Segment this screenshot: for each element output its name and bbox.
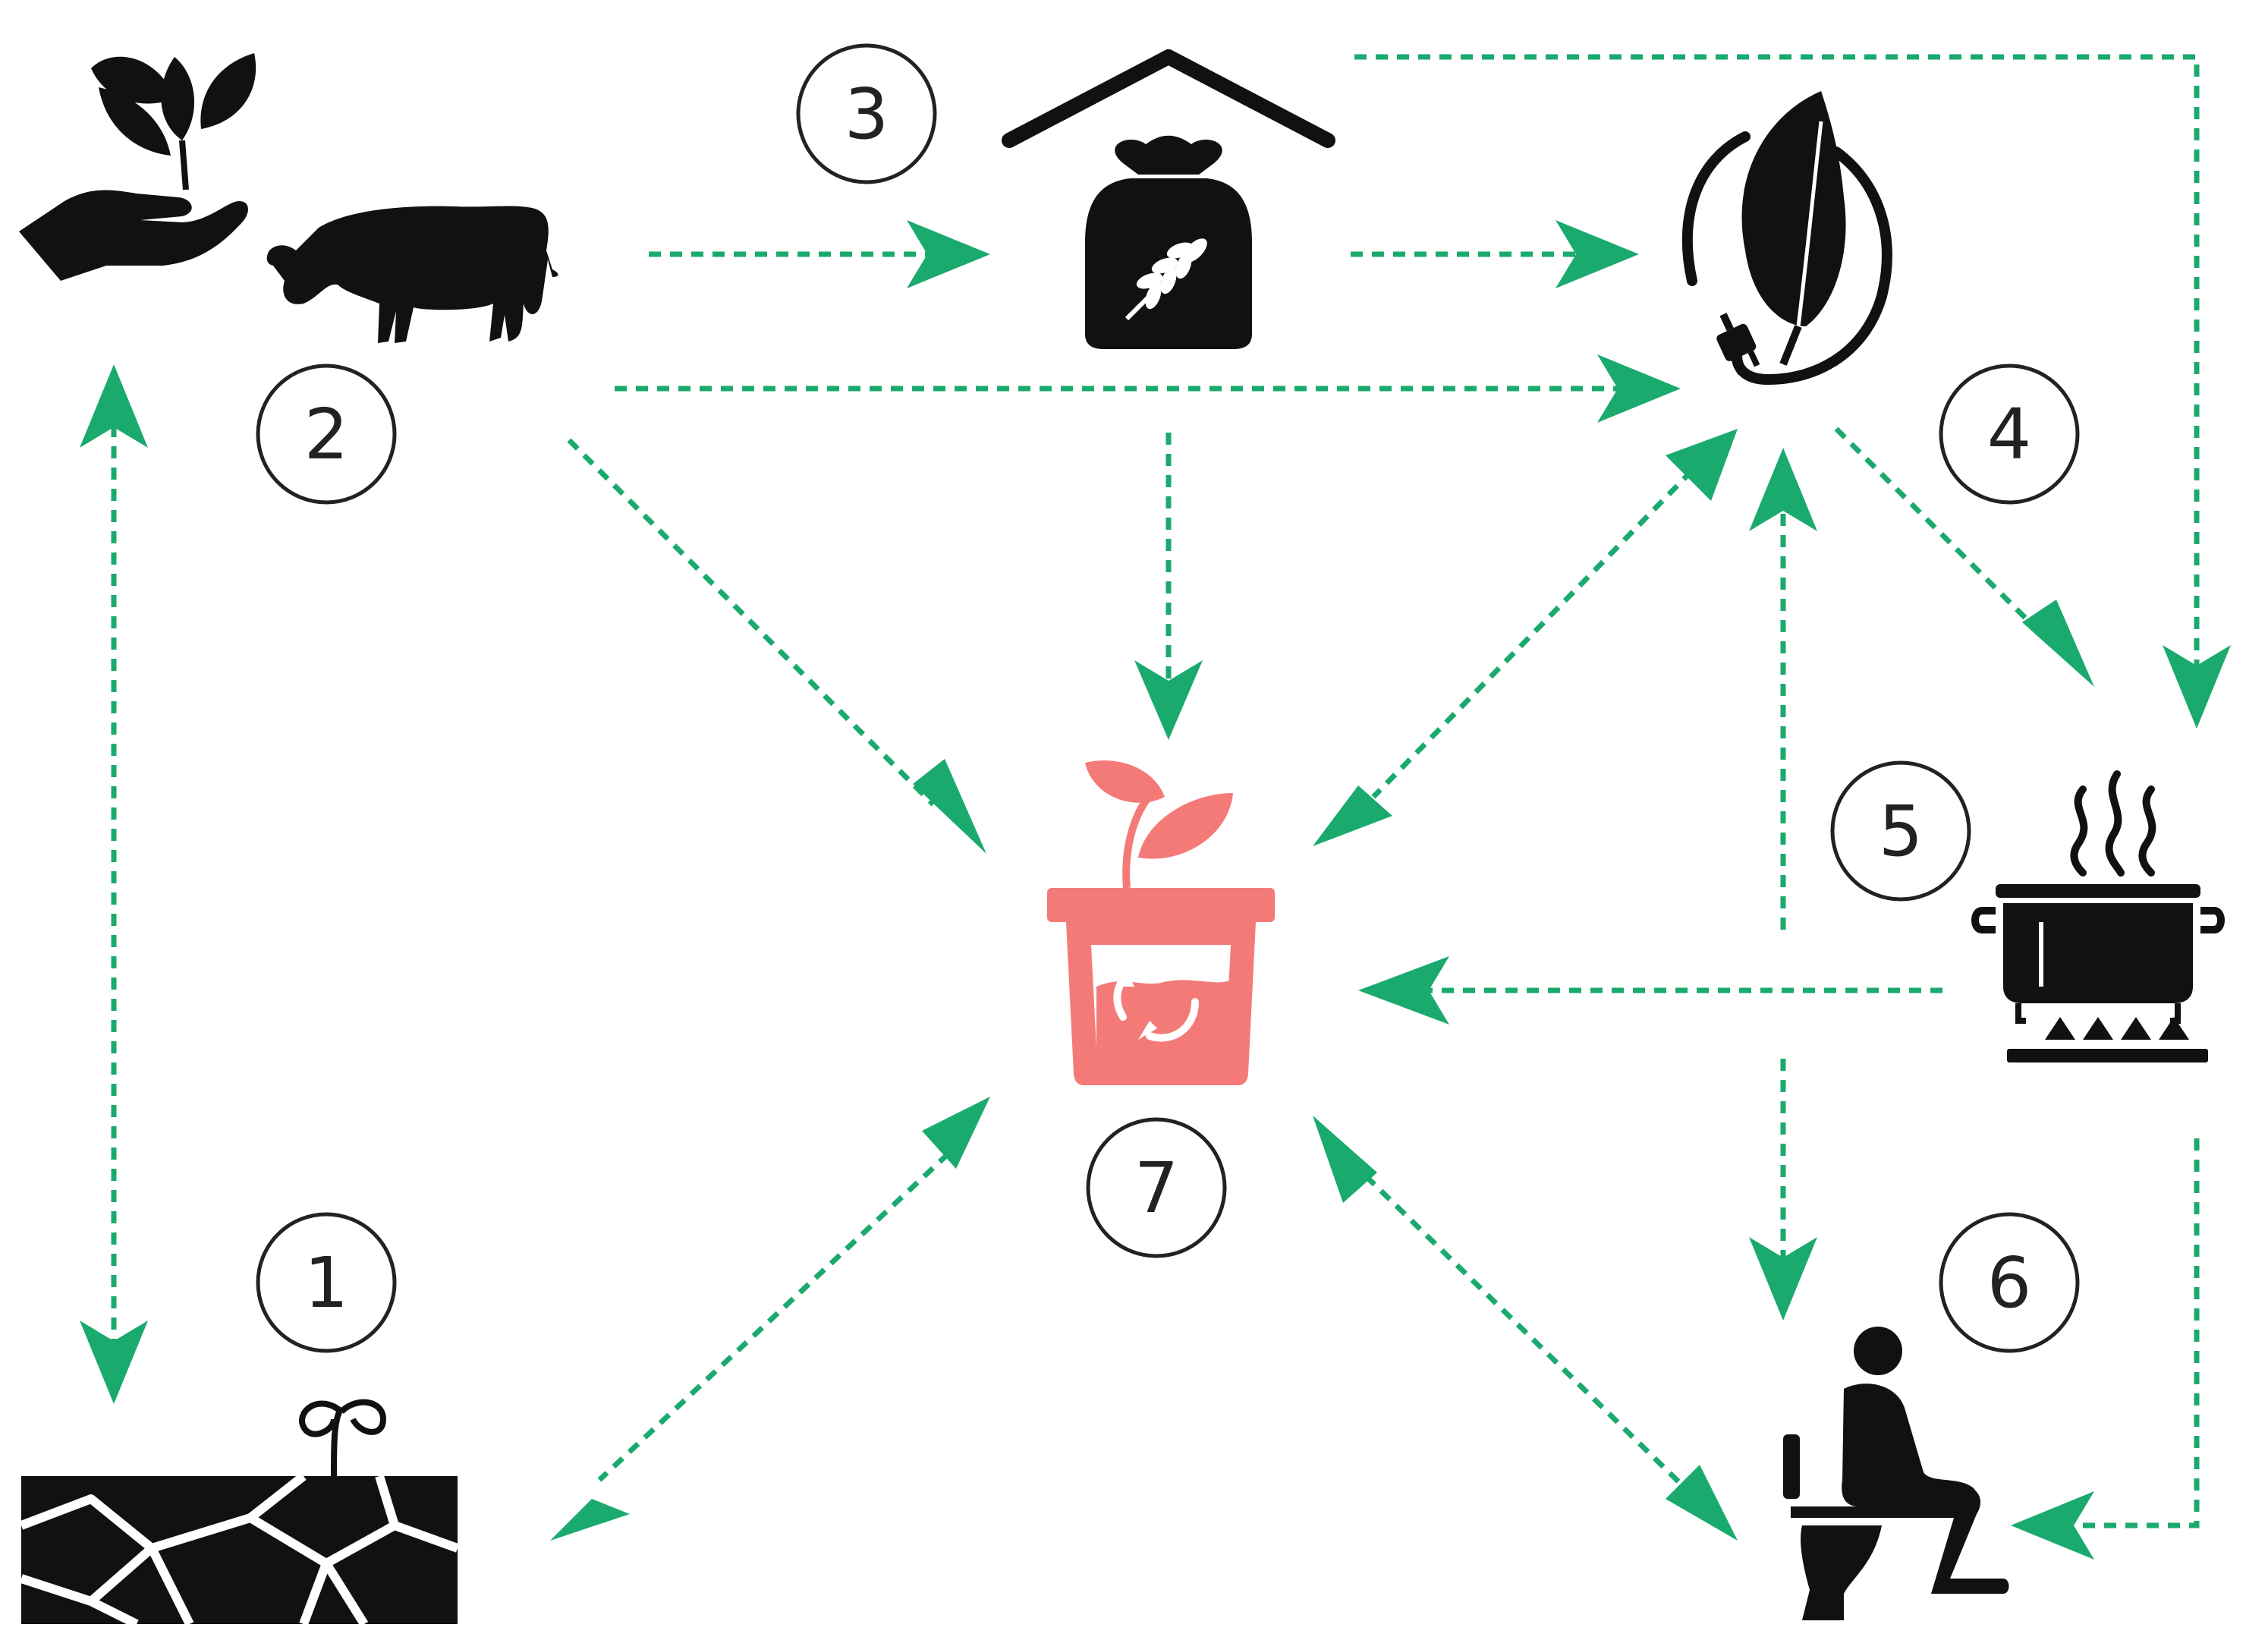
arrow-cooking-to-bioenergy: [1749, 448, 1817, 930]
step-label-2: 2: [304, 394, 349, 475]
arrow-cooking-to-toilet: [1749, 1059, 1817, 1321]
cow-icon: [266, 206, 558, 343]
arrow-production-to-storage: [649, 220, 990, 288]
flow-arrows: [80, 54, 2231, 1560]
leaf-plug-bioenergy-icon: [1681, 91, 1892, 386]
arrow-storage-to-compost: [1134, 433, 1203, 740]
cooking-pot-stove-icon: [1971, 770, 2225, 1062]
arrow-compost-toilet-two-way: [1313, 1116, 1738, 1541]
compost-pot-recycle-icon: [1047, 760, 1275, 1085]
step-label-5: 5: [1879, 791, 1924, 872]
step-number-5: 5: [1830, 760, 1971, 902]
arrow-cooking-to-compost: [1358, 956, 1942, 1025]
step-label-3: 3: [845, 74, 889, 155]
step-number-7: 7: [1086, 1117, 1227, 1258]
arrow-production-to-compost: [567, 438, 986, 854]
person-on-toilet-icon: [1783, 1327, 2009, 1620]
step-number-4: 4: [1939, 364, 2080, 505]
step-numbers: 1 2 3 4 5 6 7: [256, 43, 2080, 1353]
arrow-compost-soil-two-way: [550, 1097, 990, 1541]
hand-plant-icon: [19, 53, 256, 281]
grain-sack-storage-icon: [1002, 49, 1335, 349]
step-number-1: 1: [256, 1212, 397, 1353]
arrow-bioenergy-compost-two-way: [1313, 429, 1738, 846]
arrow-cooking-right-to-toilet: [2011, 1138, 2200, 1560]
step-number-6: 6: [1939, 1212, 2080, 1353]
step-number-3: 3: [796, 43, 937, 184]
cracked-soil-sprout-icon: [19, 1399, 460, 1629]
step-label-1: 1: [304, 1242, 349, 1324]
arrow-production-soil-two-way: [80, 364, 148, 1404]
arrow-production-to-bioenergy: [615, 354, 1681, 423]
arrow-storage-to-cooking: [1354, 54, 2231, 729]
step-label-7: 7: [1134, 1147, 1179, 1229]
arrow-storage-to-bioenergy: [1351, 220, 1639, 288]
step-label-4: 4: [1987, 394, 2032, 475]
arrow-bioenergy-to-cooking: [1834, 427, 2094, 687]
step-number-2: 2: [256, 364, 397, 505]
step-label-6: 6: [1987, 1242, 2032, 1324]
